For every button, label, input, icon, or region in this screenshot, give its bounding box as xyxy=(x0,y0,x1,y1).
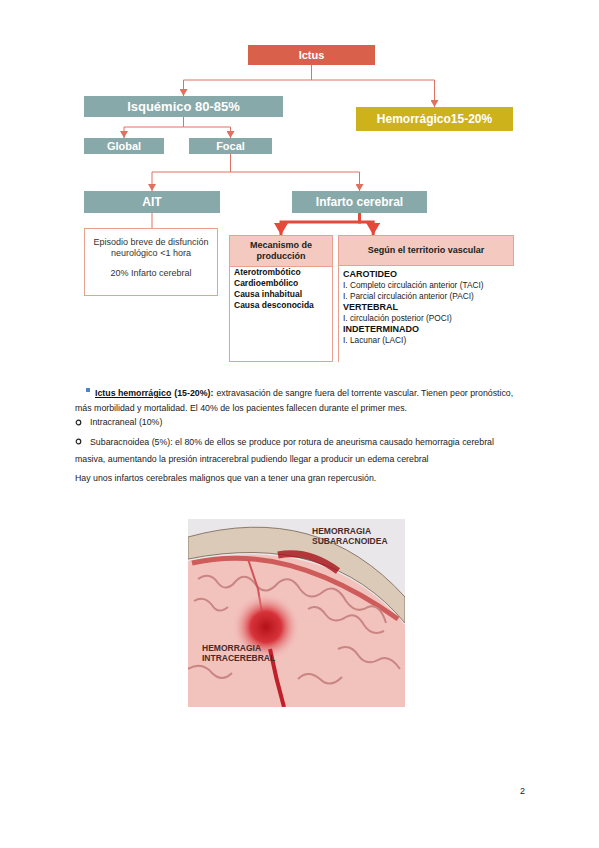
category-box: Hemorrágico15-20% xyxy=(356,107,513,131)
list-box: Mecanismo de producciónAterotrombóticoCa… xyxy=(229,235,333,362)
node-text: AIT xyxy=(142,195,161,209)
text-label: HEMORRAGIA INTRACEREBRAL xyxy=(202,643,275,663)
paragraph: Intracraneal (10%) xyxy=(75,415,525,430)
connector xyxy=(231,154,360,191)
connector xyxy=(312,65,435,107)
connector xyxy=(124,117,184,138)
circle-bullet xyxy=(75,438,83,446)
illustration: HEMORRAGIA SUBARACNOIDEA HEMORRAGIA INTR… xyxy=(188,519,405,707)
connector xyxy=(281,213,360,235)
node-text: Según el territorio vascular xyxy=(339,235,514,266)
subarachnoid-bleed xyxy=(278,554,338,571)
brain-illustration xyxy=(188,519,405,707)
node-text: Ictus xyxy=(299,49,325,61)
connector xyxy=(360,213,374,235)
node-text: Cardioembólico xyxy=(230,278,332,289)
type-box: AIT xyxy=(84,191,220,213)
node-text: I. Parcial circulación anterior (PACI) xyxy=(339,291,514,302)
node-text: CAROTIDEO xyxy=(339,269,514,280)
square-bullet xyxy=(86,388,92,394)
node-text: Causa inhabitual xyxy=(230,289,332,300)
node-text: I. circulación posterior (POCI) xyxy=(339,313,514,324)
connector xyxy=(152,154,231,191)
type-box: Global xyxy=(84,138,164,154)
node-text: Hemorrágico15-20% xyxy=(377,112,492,126)
node-text: Infarto cerebral xyxy=(316,195,403,209)
text-label: HEMORRAGIA SUBARACNOIDEA xyxy=(312,526,388,546)
text-label: 2 xyxy=(520,786,525,796)
node-text: Isquémico 80-85% xyxy=(127,99,240,114)
node-text: Aterotrombótico xyxy=(230,267,332,278)
illustration-label: HEMORRAGIA SUBARACNOIDEA xyxy=(312,526,400,546)
node-text: Global xyxy=(107,140,141,152)
circle-bullet xyxy=(76,420,81,425)
text-label: Ictus hemorrágico xyxy=(95,388,171,398)
gyri xyxy=(188,666,342,684)
paragraph: Hay unos infartos cerebrales malignos qu… xyxy=(75,471,525,486)
node-text: 20% Infarto cerebral xyxy=(110,268,191,279)
description-box: Episodio breve de disfunción neurológico… xyxy=(84,228,218,296)
node-text: I. Lacunar (LACI) xyxy=(339,335,514,346)
page-number: 2 xyxy=(520,786,525,796)
node-text: VERTEBRAL xyxy=(339,302,514,313)
circle-bullet xyxy=(76,439,81,444)
root-box: Ictus xyxy=(248,45,375,65)
node-text: Mecanismo de producción xyxy=(230,236,332,267)
paragraph: Subaracnoidea (5%): el 80% de ellos se p… xyxy=(75,434,525,468)
type-box: Focal xyxy=(189,138,272,154)
brain xyxy=(188,554,405,707)
list-box: Según el territorio vascularCAROTIDEOI. … xyxy=(338,235,514,362)
node-text: INDETERMINADO xyxy=(339,324,514,335)
type-box: Infarto cerebral xyxy=(292,191,427,213)
node-text: Episodio breve de disfunción neurológico… xyxy=(91,237,211,259)
paragraph: Ictus hemorrágico(15-20%):extravasación … xyxy=(75,386,525,416)
text-label: (15-20%): xyxy=(174,388,213,398)
connector xyxy=(184,65,312,96)
node-text: Causa desconocida xyxy=(230,300,332,311)
node-text: I. Completo circulación anterior (TACI) xyxy=(339,280,514,291)
circle-bullet xyxy=(75,419,83,427)
text-label: Subaracnoidea (5%): el 80% de ellos se p… xyxy=(75,437,494,464)
text-label: Intracraneal (10%) xyxy=(90,417,162,427)
image-background xyxy=(188,519,405,707)
node-text: Focal xyxy=(216,140,245,152)
text-label: Hay unos infartos cerebrales malignos qu… xyxy=(75,473,376,483)
category-box: Isquémico 80-85% xyxy=(84,96,283,117)
illustration-label: HEMORRAGIA INTRACEREBRAL xyxy=(202,643,294,663)
square-bullet xyxy=(86,388,90,392)
connector xyxy=(184,117,231,138)
connector xyxy=(152,213,153,228)
